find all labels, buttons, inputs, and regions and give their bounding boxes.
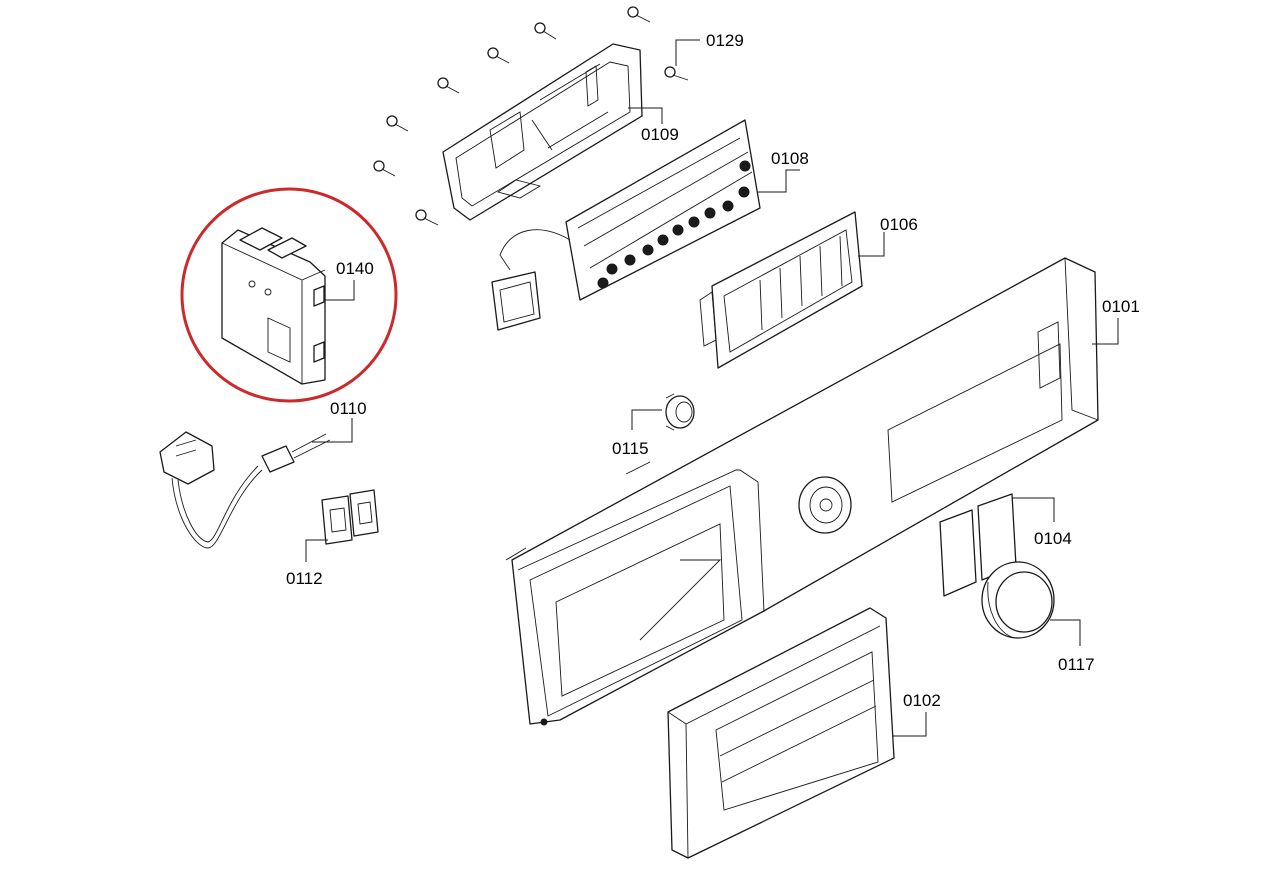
pcb-knob-row xyxy=(597,160,751,289)
screw xyxy=(386,115,409,132)
screw xyxy=(487,47,510,64)
screws-0129[interactable] xyxy=(373,6,689,226)
label-0140: 0140 xyxy=(336,259,374,278)
label-0110: 0110 xyxy=(330,399,367,418)
label-0109: 0109 xyxy=(641,125,679,144)
cable-clips-0112[interactable] xyxy=(321,489,379,545)
label-0112: 0112 xyxy=(286,569,323,588)
label-0104: 0104 xyxy=(1034,529,1072,548)
screw xyxy=(373,160,396,177)
screw xyxy=(534,22,557,40)
control-panel-fascia-0101[interactable] xyxy=(505,257,1099,726)
label-0129: 0129 xyxy=(706,31,744,50)
screw xyxy=(627,6,651,23)
label-0117: 0117 xyxy=(1058,655,1095,674)
push-button-0115[interactable] xyxy=(665,393,695,431)
label-0106: 0106 xyxy=(880,215,918,234)
label-0115: 0115 xyxy=(612,439,649,458)
screw xyxy=(437,77,460,94)
power-cord-0110[interactable] xyxy=(159,431,331,549)
highlight-circle xyxy=(180,187,398,403)
housing-frame-0109[interactable] xyxy=(442,43,643,221)
screw xyxy=(664,66,689,81)
label-0101: 0101 xyxy=(1102,297,1140,316)
label-0102: 0102 xyxy=(903,691,941,710)
drawer-handle-0102[interactable] xyxy=(667,607,895,859)
screw xyxy=(415,209,439,226)
selector-knob-0117[interactable] xyxy=(981,561,1055,639)
display-board-0106[interactable] xyxy=(699,211,863,369)
electronic-module-0140[interactable] xyxy=(221,227,326,385)
control-pcb-0108[interactable] xyxy=(491,119,761,331)
label-0108: 0108 xyxy=(771,149,809,168)
